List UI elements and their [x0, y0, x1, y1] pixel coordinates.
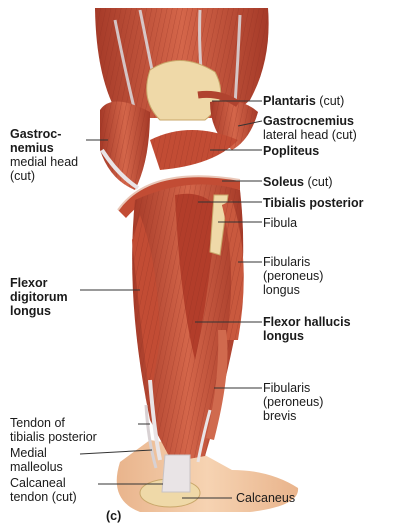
label-plantaris: Plantaris (cut) [263, 94, 344, 108]
label-plantaris-note: (cut) [319, 94, 344, 108]
label-soleus-note: (cut) [307, 175, 332, 189]
label-fibularis-brevis-2: (peroneus) [263, 395, 323, 409]
label-fibularis-brevis-3: brevis [263, 409, 323, 423]
label-fibularis-longus-1: Fibularis [263, 255, 323, 269]
label-medial-malleolus-1: Medial [10, 446, 63, 460]
label-flexor-hallucis-2: longus [263, 329, 351, 343]
label-tendon-tibialis-1: Tendon of [10, 416, 97, 430]
label-tendon-tibialis-2: tibialis posterior [10, 430, 97, 444]
label-calcaneus: Calcaneus [236, 491, 295, 505]
label-flexor-digitorum-3: longus [10, 304, 68, 318]
label-gastroc-lateral-detail: lateral head (cut) [263, 128, 357, 142]
label-fibularis-longus-3: longus [263, 283, 323, 297]
label-gastroc-medial-4: (cut) [10, 169, 78, 183]
label-fibularis-brevis: Fibularis (peroneus) brevis [263, 381, 323, 423]
calcaneal-tendon [162, 455, 190, 492]
label-fibularis-longus: Fibularis (peroneus) longus [263, 255, 323, 297]
label-tibialis-posterior: Tibialis posterior [263, 196, 364, 210]
label-soleus: Soleus (cut) [263, 175, 332, 189]
label-medial-malleolus: Medial malleolus [10, 446, 63, 474]
label-gastroc-medial-3: medial head [10, 155, 78, 169]
knee-bone [147, 60, 221, 120]
label-gastroc-lateral: Gastrocnemius lateral head (cut) [263, 114, 357, 142]
label-flexor-hallucis: Flexor hallucis longus [263, 315, 351, 343]
label-calcaneal-tendon-2: tendon (cut) [10, 490, 77, 504]
label-flexor-digitorum: Flexor digitorum longus [10, 276, 68, 318]
label-gastroc-medial: Gastroc- nemius medial head (cut) [10, 127, 78, 183]
label-gastroc-medial-1: Gastroc- [10, 127, 78, 141]
label-gastroc-lateral-name: Gastrocnemius [263, 114, 357, 128]
label-plantaris-name: Plantaris [263, 94, 316, 108]
panel-label: (c) [106, 509, 121, 523]
label-fibularis-longus-2: (peroneus) [263, 269, 323, 283]
label-popliteus: Popliteus [263, 144, 319, 158]
label-tendon-tibialis: Tendon of tibialis posterior [10, 416, 97, 444]
label-fibula: Fibula [263, 216, 297, 230]
label-gastroc-medial-2: nemius [10, 141, 78, 155]
label-fibularis-brevis-1: Fibularis [263, 381, 323, 395]
label-medial-malleolus-2: malleolus [10, 460, 63, 474]
label-calcaneal-tendon-1: Calcaneal [10, 476, 77, 490]
label-calcaneal-tendon: Calcaneal tendon (cut) [10, 476, 77, 504]
label-flexor-hallucis-1: Flexor hallucis [263, 315, 351, 329]
label-flexor-digitorum-2: digitorum [10, 290, 68, 304]
label-flexor-digitorum-1: Flexor [10, 276, 68, 290]
label-soleus-name: Soleus [263, 175, 304, 189]
